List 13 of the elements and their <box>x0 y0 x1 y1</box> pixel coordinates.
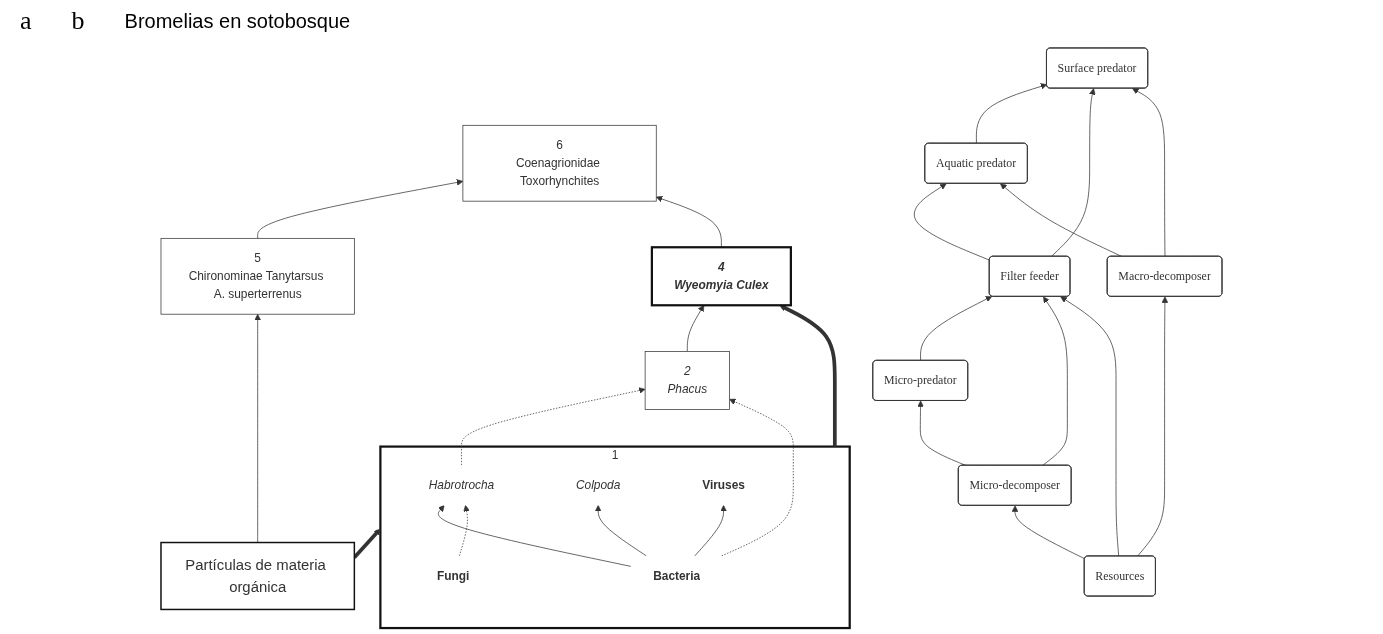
node-text: Colpoda <box>576 478 621 492</box>
node-box: 6 Coenagrionidae Toxorhynchites <box>462 124 657 202</box>
panel-title: Bromelias en sotobosque <box>124 9 351 33</box>
panel-letter: a <box>20 6 32 36</box>
node-text: Bacteria <box>653 569 701 582</box>
node-text: Viruses <box>702 478 745 492</box>
node-text: Fungi <box>437 569 470 582</box>
node-box: 2 Phacus <box>644 351 730 410</box>
node-box: 5 Chironominae Tanytarsus A. superterrenus <box>160 237 355 315</box>
panel-letter: b <box>71 6 85 36</box>
node-box: Partículas de materia orgánica <box>160 541 356 611</box>
node-box: 4 Wyeomyia Culex <box>650 246 792 307</box>
node-text: Habrotrocha <box>428 478 495 492</box>
